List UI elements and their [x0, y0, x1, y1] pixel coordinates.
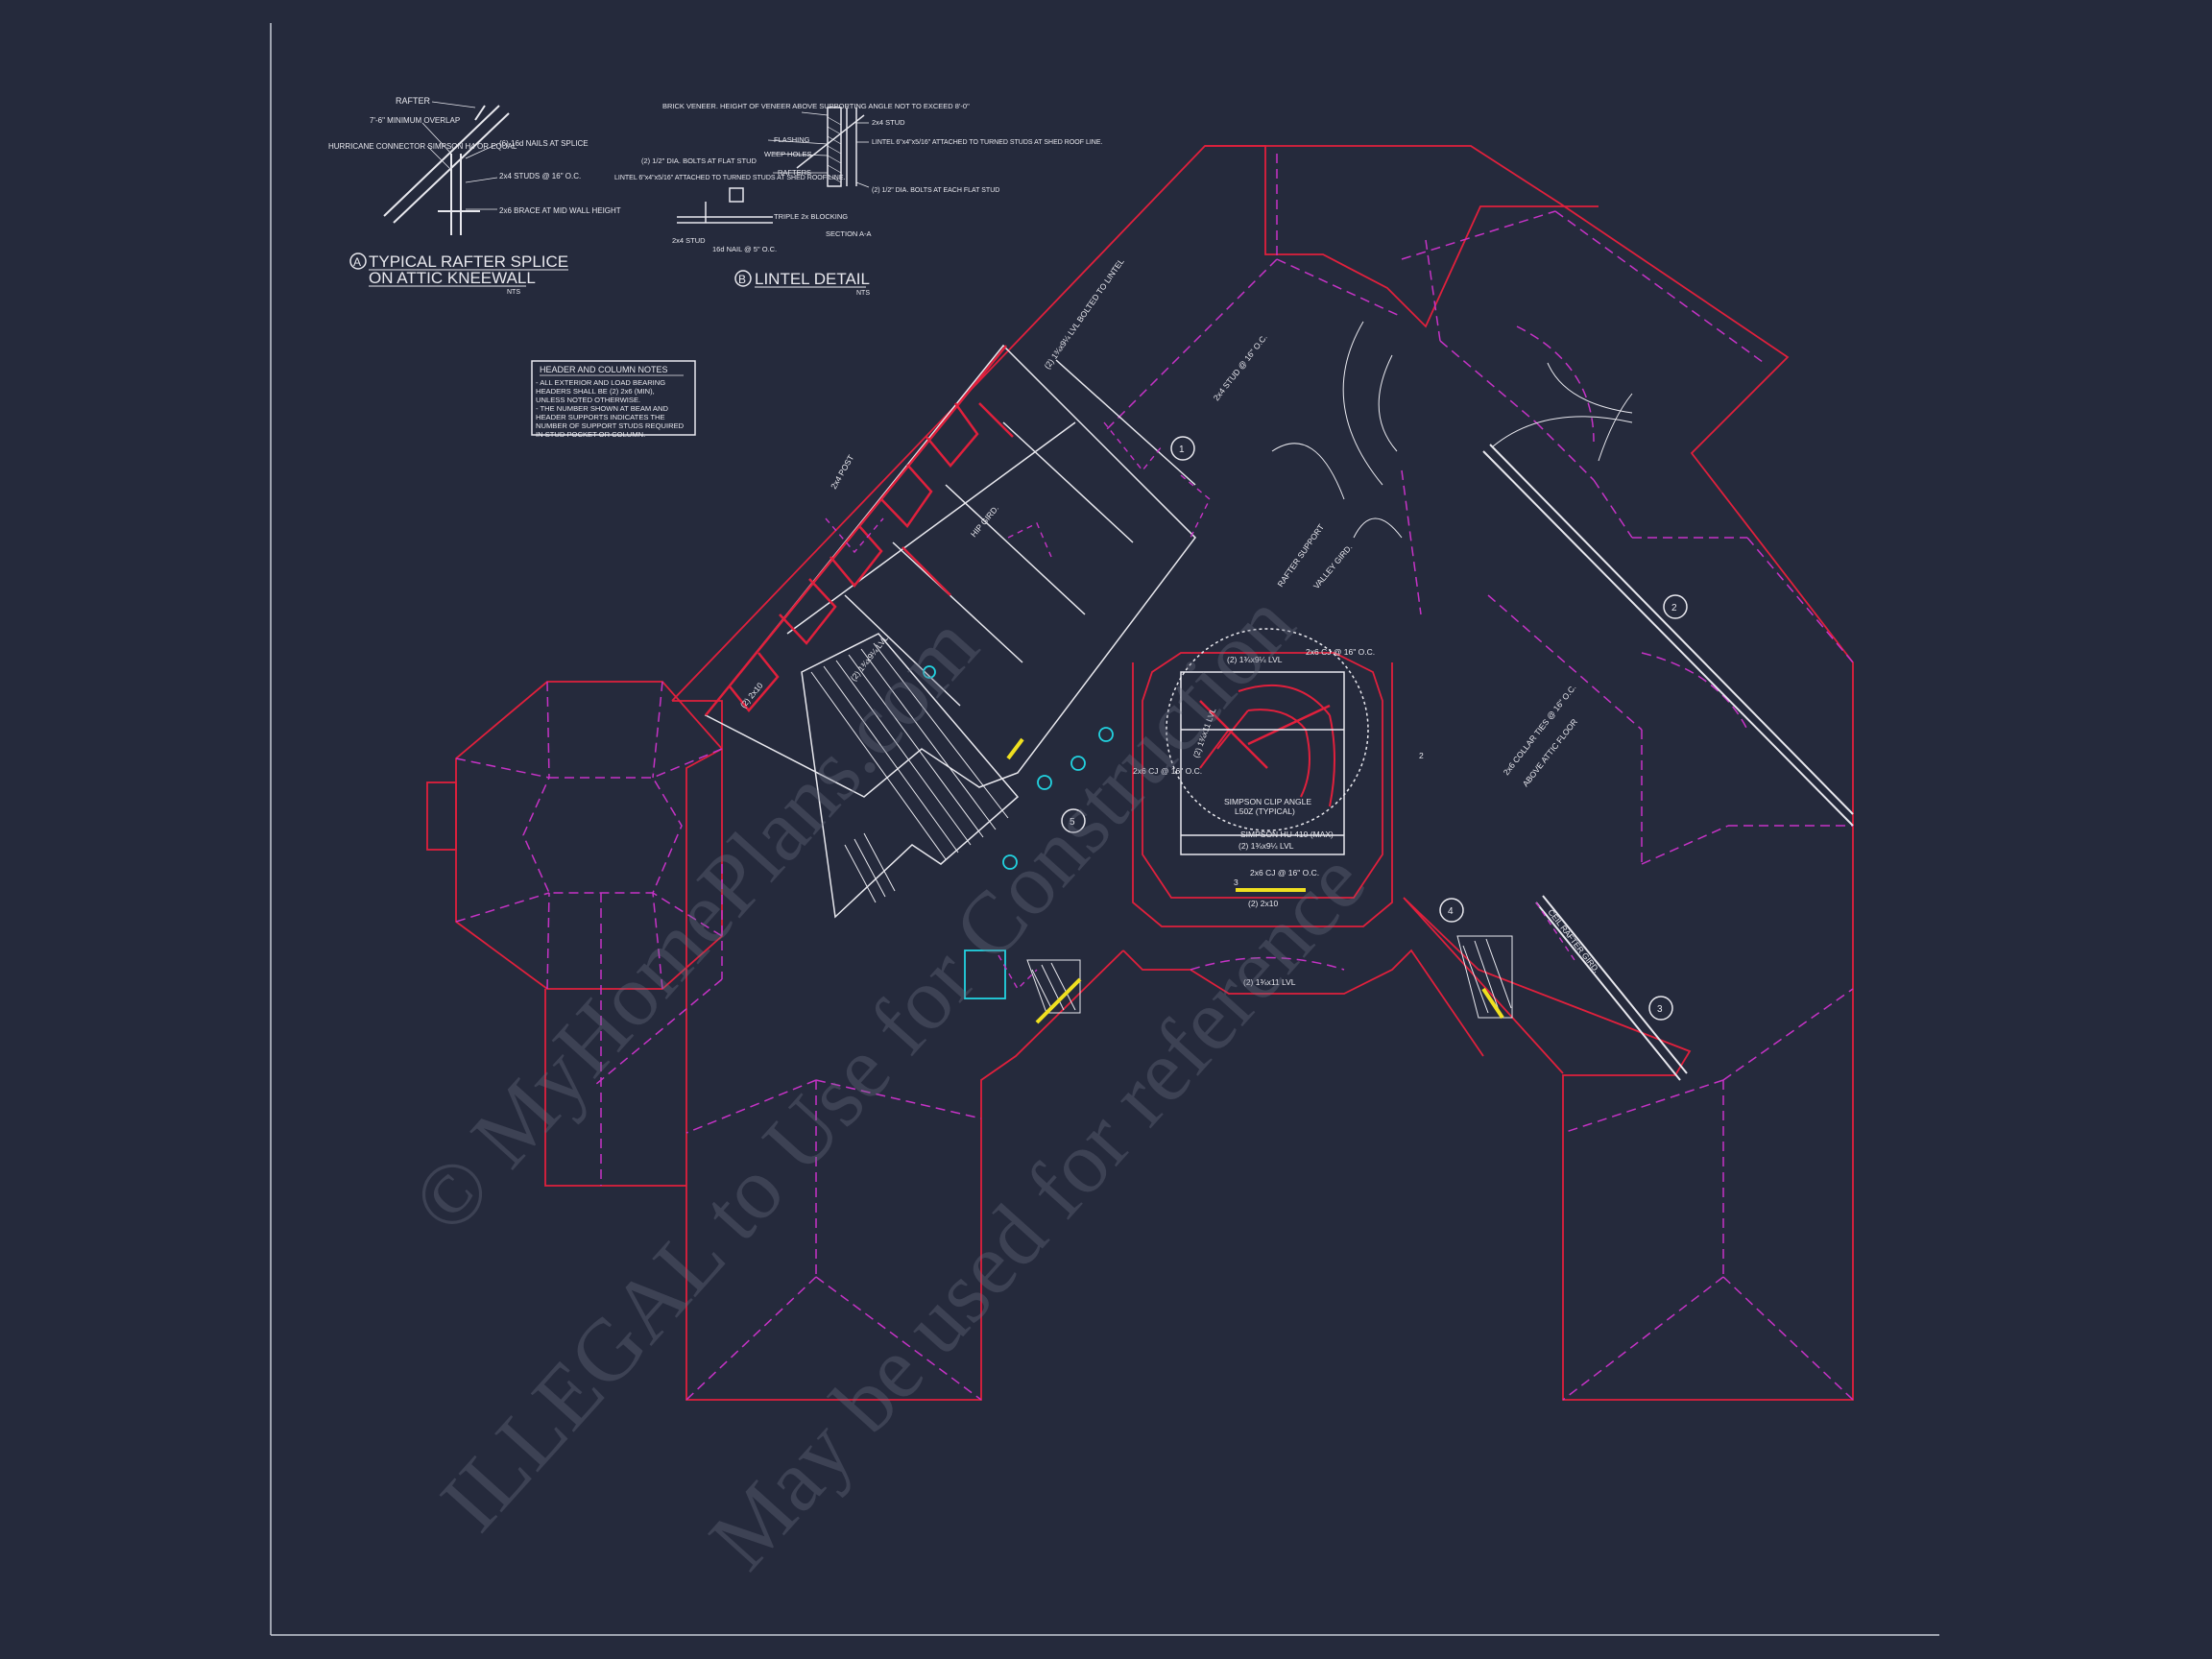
detail-a-rafter-splice: RAFTER 7'-6" MINIMUM OVERLAP HURRICANE C… [328, 96, 621, 296]
detail-a-title-1: TYPICAL RAFTER SPLICE [369, 252, 568, 271]
notes-line-1: - ALL EXTERIOR AND LOAD BEARING [536, 378, 665, 387]
sheet-border [270, 23, 1939, 1636]
header-highlights [1006, 737, 1504, 1024]
detail-b-label-3: WEEP HOLES [764, 150, 811, 158]
tower-framing [1166, 628, 1369, 855]
notes-line-5: HEADER SUPPORTS INDICATES THE [536, 413, 665, 421]
detail-a-label-5: 2x4 STUDS @ 16" O.C. [499, 172, 581, 180]
collar-beam [1482, 444, 1854, 1081]
stair-hatch [810, 642, 1009, 903]
detail-b-label-7: 2x4 STUD [672, 236, 706, 245]
detail-a-marker-circle [349, 252, 367, 270]
notes-line-3: UNLESS NOTED OTHERWISE. [536, 396, 640, 404]
detail-b-marker-circle [734, 270, 752, 287]
notes-line-6: NUMBER OF SUPPORT STUDS REQUIRED [536, 421, 685, 430]
detail-b-title: LINTEL DETAIL [755, 270, 870, 288]
label-clip-2: L50Z (TYPICAL) [1235, 806, 1295, 816]
detail-b-label-10: SECTION A-A [826, 229, 872, 238]
grid-marker-3: 3 [1657, 1004, 1663, 1015]
label-attic: ABOVE ATTIC FLOOR [1521, 717, 1579, 789]
detail-b-label-8: 16d NAIL @ 5" O.C. [712, 245, 777, 253]
detail-a-label-6: 2x6 BRACE AT MID WALL HEIGHT [499, 206, 621, 215]
detail-b-label-1: BRICK VENEER. HEIGHT OF VENEER ABOVE SUP… [662, 102, 970, 110]
label-lvl-3: (2) 1¾x11 LVL [1243, 977, 1296, 987]
watermark: © MyHomePlans.com ILLEGAL to Use for Con… [393, 574, 1383, 1587]
detail-b-label-9: TRIPLE 2x BLOCKING [774, 212, 848, 221]
label-bolts: (2) 1¾x9¼ LVL BOLTED TO LINTEL [1042, 256, 1125, 371]
fixtures [923, 665, 1114, 999]
label-lvl-2: (2) 1¾x9¼ LVL [1238, 841, 1294, 851]
label-cj-1: 2x6 CJ @ 16" O.C. [1306, 647, 1375, 657]
label-valley: VALLEY GIRD. [1311, 542, 1355, 590]
detail-a-label-3: HURRICANE CONNECTOR SIMPSON H4 OR EQUAL [328, 142, 517, 151]
detail-a-marker: A [353, 255, 361, 269]
label-stud: 2x4 STUD @ 16" O.C. [1212, 332, 1269, 402]
label-girder: HIP GIRD. [969, 503, 1000, 539]
label-num-3: 3 [1234, 878, 1238, 887]
leader-lines [1271, 321, 1633, 539]
detail-a-label-1: RAFTER [396, 96, 431, 106]
grid-markers [1061, 436, 1688, 1021]
detail-b-label-11: 2x4 STUD [872, 118, 905, 127]
label-clip: SIMPSON CLIP ANGLE [1224, 797, 1311, 806]
detail-b-scale: NTS [856, 290, 870, 297]
detail-a-label-4: (6) 16d NAILS AT SPLICE [499, 139, 589, 148]
interior-framing [704, 344, 1196, 919]
watermark-line-1: © MyHomePlans.com [393, 596, 997, 1251]
hip-lines [455, 154, 1854, 1401]
detail-b-label-5: (2) 1/2" DIA. BOLTS AT FLAT STUD [641, 156, 757, 165]
detail-a-title-2: ON ATTIC KNEEWALL [369, 269, 536, 287]
grid-marker-5: 5 [1070, 817, 1075, 828]
grid-marker-4: 4 [1448, 906, 1454, 917]
label-lvl-1: (2) 1¾x9¼ LVL [1227, 655, 1283, 664]
detail-b-label-13: (2) 1/2" DIA. BOLTS AT EACH FLAT STUD [872, 187, 999, 194]
closet-hatch [1026, 935, 1513, 1019]
notes-line-7: IN STUD POCKET OR COLUMN. [536, 430, 645, 439]
detail-a-label-2: 7'-6" MINIMUM OVERLAP [370, 116, 460, 125]
detail-b-label-6: LINTEL 6"x4"x5/16" ATTACHED TO TURNED ST… [614, 175, 846, 181]
label-post: 2x4 POST [829, 453, 855, 491]
plan-labels: (2) 1¾x9¼ LVL (2) 1¾x9¼ LVL (2) 1¾x11 LV… [738, 256, 1601, 987]
label-hanger: SIMPSON HU 410 (MAX) [1240, 830, 1334, 839]
grid-marker-1: 1 [1179, 445, 1185, 455]
detail-b-lintel: BRICK VENEER. HEIGHT OF VENEER ABOVE SUP… [614, 102, 1103, 297]
label-header-1: (2) 2x10 [1248, 899, 1278, 908]
detail-b-marker: B [738, 273, 746, 286]
interior-walls [705, 345, 1331, 769]
interior-dashed [825, 421, 1575, 991]
label-ceil-rafter: CEIL RAFTER GIRD. [1546, 907, 1601, 974]
header-column-notes: HEADER AND COLUMN NOTES - ALL EXTERIOR A… [531, 360, 696, 439]
notes-line-4: - THE NUMBER SHOWN AT BEAM AND [536, 404, 668, 413]
detail-b-label-2: FLASHING [774, 135, 810, 144]
notes-title: HEADER AND COLUMN NOTES [540, 365, 668, 374]
label-cj-3: 2x6 CJ @ 16" O.C. [1250, 868, 1319, 878]
grid-marker-2: 2 [1671, 603, 1677, 613]
label-cj-2: 2x6 CJ @ 16" O.C. [1133, 766, 1202, 776]
detail-a-scale: NTS [507, 289, 520, 296]
label-num-2: 2 [1419, 751, 1424, 760]
detail-b-label-12: LINTEL 6"x4"x5/16" ATTACHED TO TURNED ST… [872, 139, 1103, 146]
detail-b-hatch [827, 116, 842, 183]
detail-b-label-4: RAFTERS [778, 168, 811, 177]
notes-line-2: HEADERS SHALL BE (2) 2x6 (MIN), [536, 387, 655, 396]
